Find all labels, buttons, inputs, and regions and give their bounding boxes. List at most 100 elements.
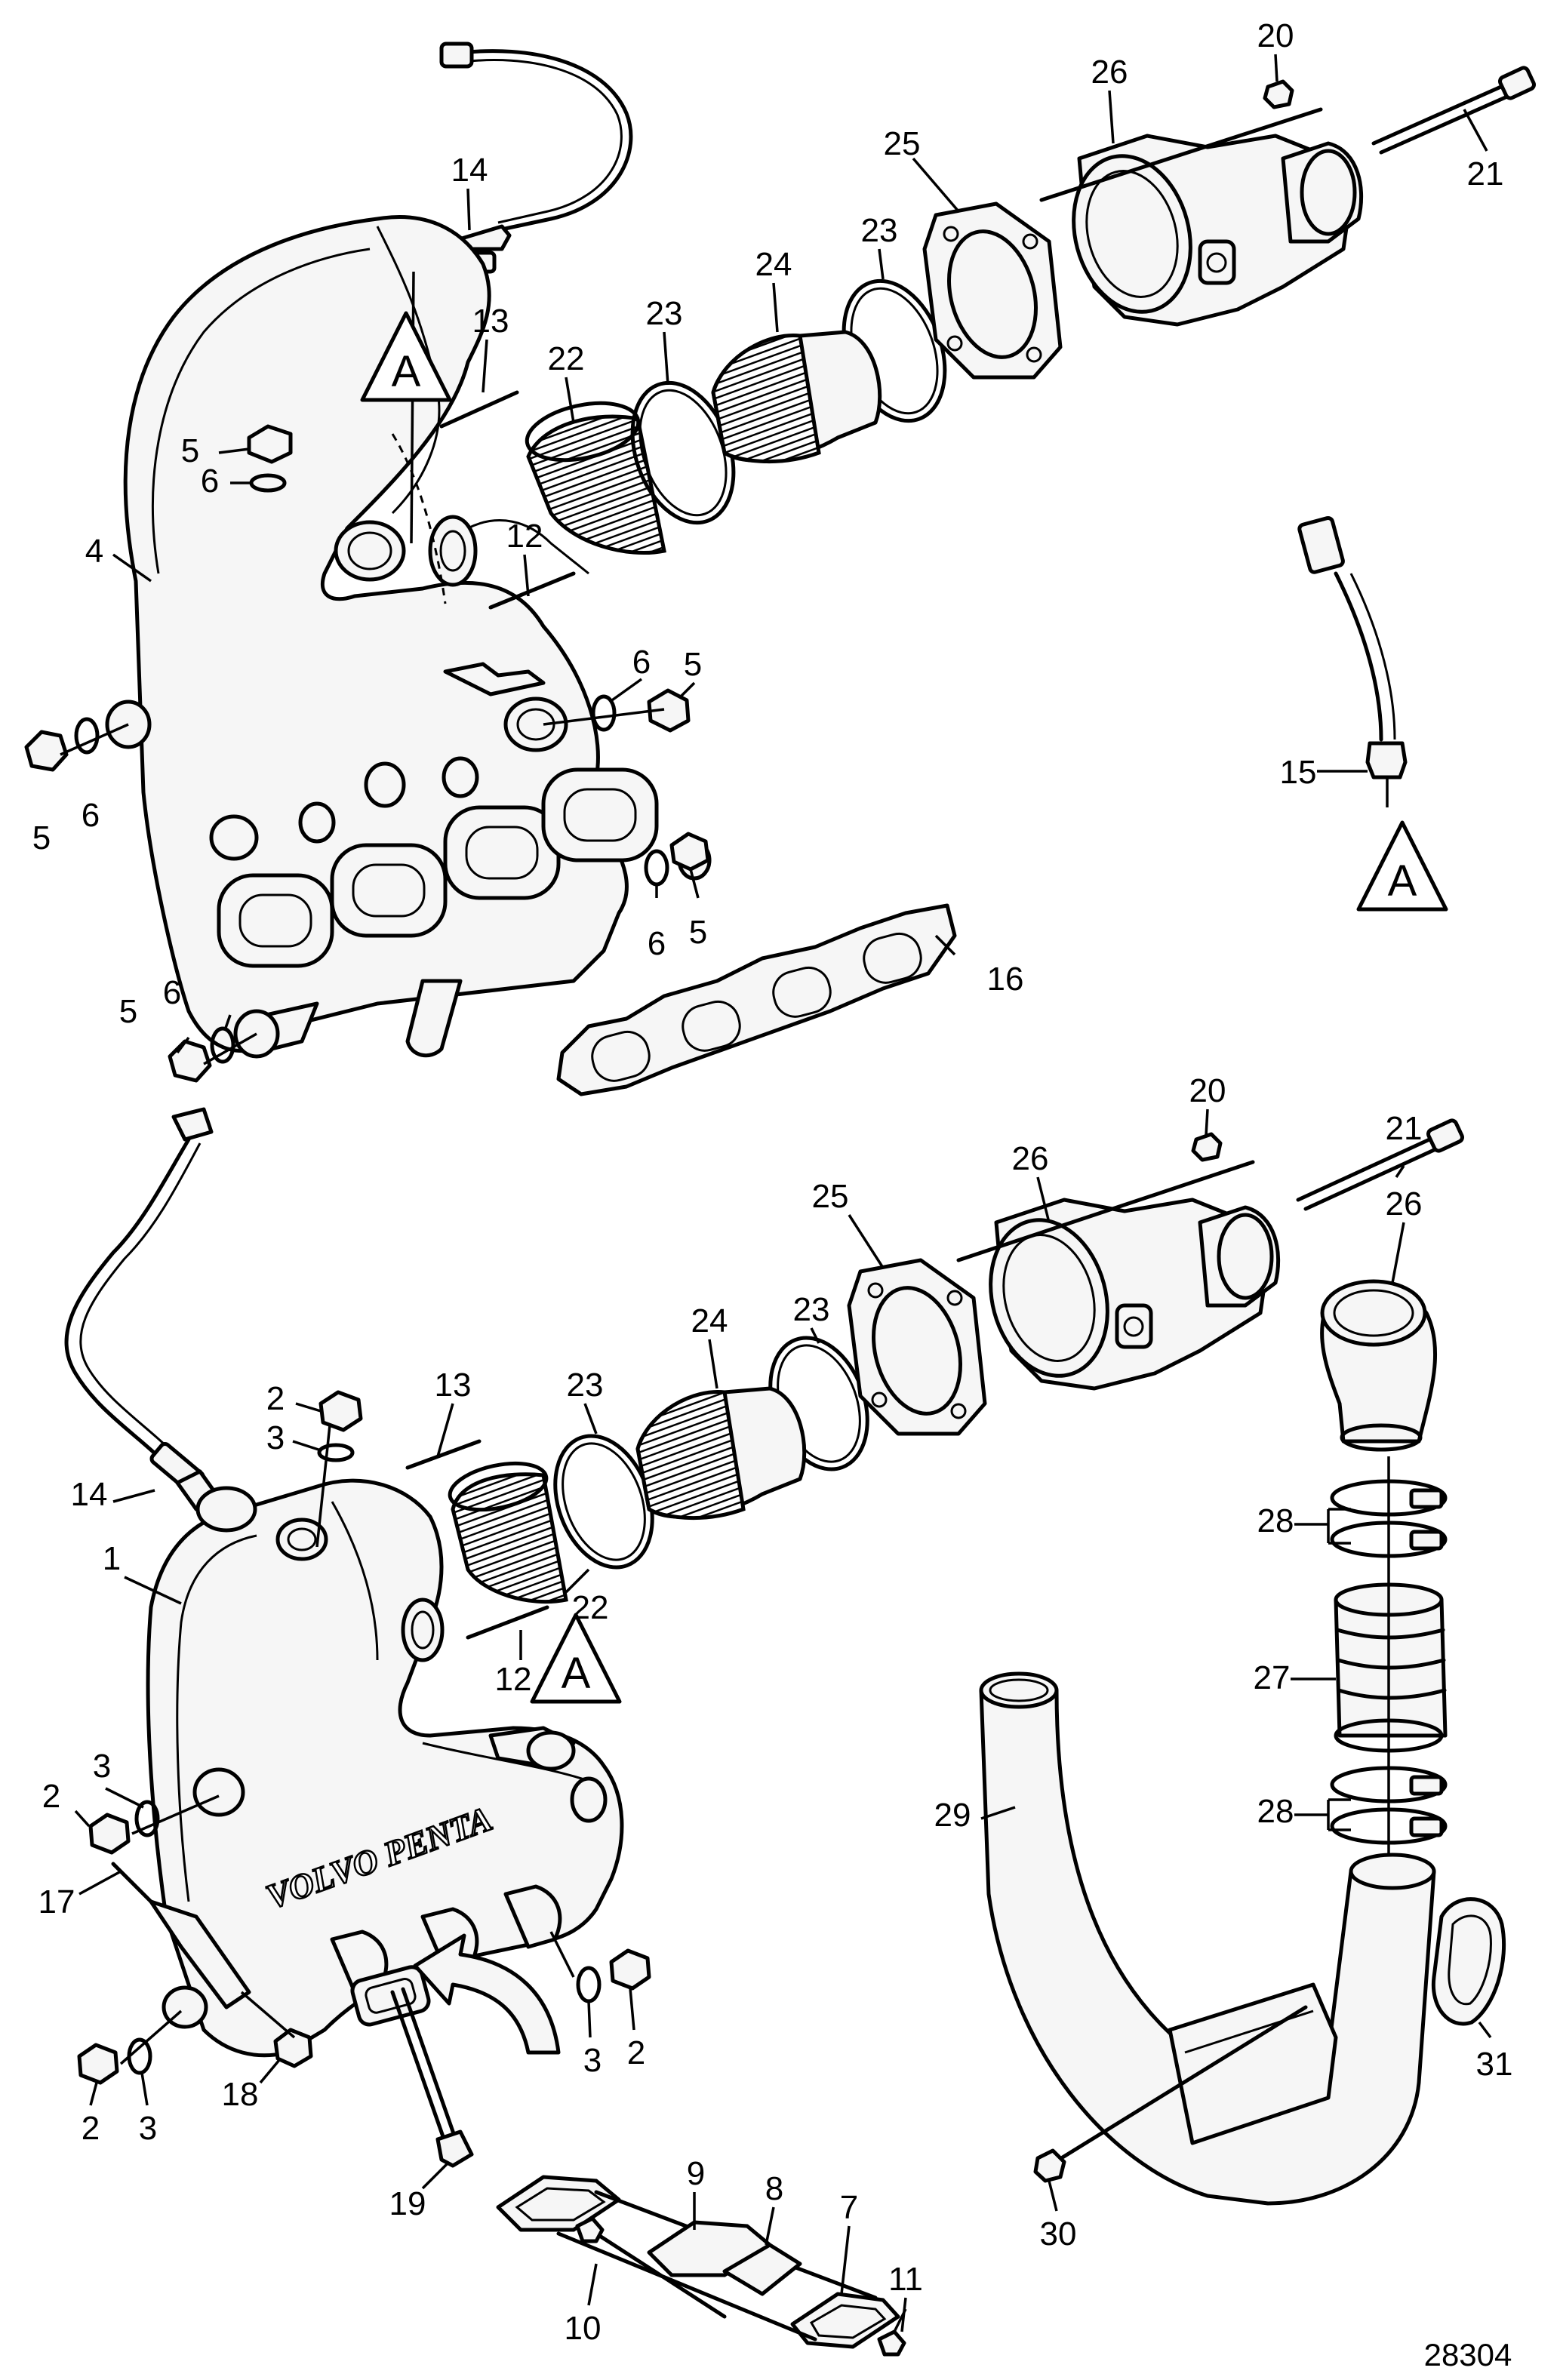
exhaust-manifold-lower: VOLVO PENTA — [146, 1478, 624, 2058]
reference-marker-a-1: A — [360, 311, 452, 402]
washer-6b — [591, 694, 617, 732]
nut-2d — [77, 2043, 119, 2085]
callout-l20a: 20 — [1257, 17, 1294, 54]
svg-text:A: A — [1388, 856, 1417, 906]
callout-l5a: 5 — [181, 432, 199, 469]
callout-l5c: 5 — [32, 819, 51, 856]
callout-l3a: 3 — [266, 1419, 285, 1456]
callout-l15: 15 — [1280, 754, 1317, 791]
callout-l30: 30 — [1040, 2215, 1077, 2252]
drawing-number: 28304 — [1424, 2337, 1512, 2372]
nut-2c — [609, 1948, 651, 1991]
stud-13-upper — [439, 390, 519, 429]
throttle-axis-line-lower — [956, 1160, 1255, 1262]
washer-3a — [317, 1443, 355, 1462]
exhaust-gasket-16 — [556, 903, 957, 1096]
callout-l6b: 6 — [632, 644, 651, 681]
callout-l6e: 6 — [163, 974, 181, 1011]
callout-l3b: 3 — [93, 1748, 111, 1785]
callout-l24a: 24 — [755, 246, 792, 283]
callout-l12b: 12 — [495, 1661, 532, 1698]
callout-l6a: 6 — [201, 463, 219, 500]
callout-l9: 9 — [687, 2155, 705, 2192]
nut-5e — [168, 1039, 212, 1083]
temperature-sensor-15 — [1297, 515, 1408, 807]
callout-l28a: 28 — [1257, 1502, 1294, 1539]
callout-l2b: 2 — [42, 1778, 60, 1815]
callout-l5e: 5 — [119, 993, 137, 1030]
nut-2b — [88, 1813, 131, 1855]
callout-l6d: 6 — [648, 925, 666, 962]
throttle-body-26-lower — [989, 1198, 1281, 1391]
throttle-axis-line-upper — [1039, 107, 1323, 202]
callout-l5b: 5 — [684, 646, 702, 683]
callout-l26a: 26 — [1091, 54, 1128, 91]
callout-l2c: 2 — [627, 2034, 645, 2071]
callout-l17: 17 — [38, 1883, 75, 1920]
callout-l4: 4 — [85, 533, 103, 570]
callout-l2a: 2 — [266, 1380, 285, 1417]
hose-27 — [1334, 1582, 1448, 1753]
nut-5c — [24, 730, 69, 772]
washer-6d — [644, 849, 669, 887]
callout-l26b: 26 — [1012, 1140, 1049, 1177]
callout-l6c: 6 — [82, 797, 100, 834]
callout-l14a: 14 — [451, 152, 488, 189]
stud-12-upper — [488, 571, 576, 610]
nut-20-upper — [1263, 79, 1294, 109]
callout-l21b: 21 — [1386, 1110, 1423, 1147]
callout-l22a: 22 — [548, 340, 585, 377]
nut-5a — [247, 424, 293, 464]
reference-marker-a-3: A — [530, 1613, 622, 1704]
gasket-25-upper — [922, 201, 1063, 380]
callout-l10: 10 — [565, 2310, 602, 2347]
bolt-21-upper — [1371, 66, 1536, 155]
direction-arrow — [413, 1933, 561, 2055]
callout-l3c: 3 — [583, 2042, 602, 2079]
callout-l31: 31 — [1476, 2046, 1513, 2083]
callout-l26c: 26 — [1386, 1185, 1423, 1222]
bellows-24-lower — [635, 1386, 807, 1521]
stud-12-lower — [466, 1605, 549, 1640]
callout-l27: 27 — [1254, 1659, 1291, 1696]
sensor-mount-line-lower — [315, 1403, 334, 1548]
oxygen-sensor-lower — [64, 1107, 221, 1511]
bolt-30 — [1047, 2005, 1308, 2168]
bracket — [149, 1899, 251, 2009]
callout-l25a: 25 — [884, 125, 921, 162]
callout-l5d: 5 — [689, 914, 707, 951]
sensor-mount-line-upper — [410, 271, 415, 544]
gasket-31 — [1431, 1897, 1506, 2026]
nut-18 — [273, 2028, 313, 2068]
callout-l13b: 13 — [435, 1367, 472, 1404]
exhaust-pipe-29 — [979, 1671, 1436, 2206]
callout-leaders — [74, 54, 1492, 2332]
callout-l2d: 2 — [82, 2110, 100, 2147]
callout-l25b: 25 — [812, 1178, 849, 1215]
bellows-22-lower — [448, 1461, 568, 1604]
bolt-21-lower — [1296, 1118, 1464, 1211]
callout-l24b: 24 — [691, 1302, 728, 1339]
elbow-26 — [1320, 1279, 1438, 1452]
bellows-22-upper — [525, 401, 666, 555]
cover-plate-assembly — [496, 2175, 907, 2357]
svg-text:A: A — [392, 347, 421, 396]
stud-13-lower — [405, 1439, 482, 1470]
callout-l19: 19 — [389, 2185, 426, 2222]
nut-2a — [318, 1390, 363, 1432]
washer-6e — [210, 1026, 235, 1064]
callout-l8: 8 — [765, 2170, 783, 2207]
svg-text:A: A — [562, 1649, 591, 1698]
lower-assembly: VOLVO PENTA — [64, 1107, 1506, 2357]
callout-l22b: 22 — [572, 1589, 609, 1626]
callout-l11: 11 — [888, 2261, 923, 2298]
nut-20-lower — [1191, 1132, 1223, 1162]
callout-l28b: 28 — [1257, 1793, 1294, 1830]
callout-l13a: 13 — [472, 303, 509, 340]
gasket-25-lower — [847, 1258, 987, 1436]
callout-l23a: 23 — [646, 295, 683, 332]
callout-l20b: 20 — [1189, 1072, 1226, 1109]
callout-l23d: 23 — [567, 1367, 604, 1404]
